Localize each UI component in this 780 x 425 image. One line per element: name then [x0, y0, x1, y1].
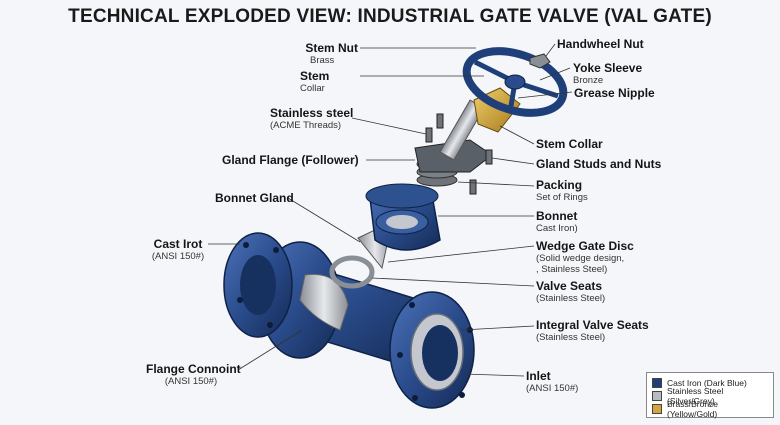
label-wedge-gate-disc: Wedge Gate Disc (Solid wedge design, , S… — [536, 239, 634, 275]
leader-lines — [208, 43, 573, 377]
legend-row: Brass/Bronze (Yellow/Gold) — [652, 399, 768, 419]
label-packing: Packing Set of Rings — [536, 178, 588, 203]
legend-swatch-brass — [652, 403, 662, 414]
label-stem-nut: Stem Nut Brass — [305, 41, 358, 66]
valve-seat-ring — [329, 255, 375, 289]
right-flange — [389, 291, 475, 409]
label-integral-valve-seats: Integral Valve Seats (Stainless Steel) — [536, 318, 649, 343]
integral-seat-cutaway — [299, 273, 349, 331]
label-flange-connoint: Flange Connoint (ANSI 150#) — [146, 362, 241, 387]
gland-bolts — [425, 113, 493, 195]
label-grease-nipple: Grease Nipple — [574, 86, 655, 100]
material-legend: Cast Iron (Dark Blue) Stainless Steel (S… — [646, 372, 774, 419]
label-inlet: Inlet (ANSI 150#) — [526, 369, 579, 394]
bonnet — [365, 183, 441, 251]
label-bonnet-gland: Bonnet Gland — [215, 191, 294, 205]
legend-row: Stainless Steel (Silver/Grey) — [652, 386, 768, 406]
handwheel-nut — [529, 53, 551, 69]
label-yoke-sleeve: Yoke Sleeve Bronze — [573, 61, 643, 86]
label-stem: Stem Collar — [300, 69, 330, 94]
label-stainless-steel: Stainless steel (ACME Threads) — [270, 106, 354, 131]
legend-row: Cast Iron (Dark Blue) — [652, 376, 768, 389]
handwheel — [462, 47, 568, 117]
diagram-title: TECHNICAL EXPLODED VIEW: INDUSTRIAL GATE… — [68, 6, 712, 27]
label-gland-studs: Gland Studs and Nuts — [536, 157, 662, 171]
label-stem-collar: Stem Collar — [536, 137, 603, 151]
legend-swatch-cast-iron — [652, 377, 662, 388]
label-handwheel-nut: Handwheel Nut — [557, 37, 644, 51]
label-bonnet: Bonnet Cast Iron) — [536, 209, 578, 234]
label-cast-irot: Cast Irot (ANSI 150#) — [151, 237, 205, 262]
legend-swatch-stainless — [652, 390, 662, 401]
left-flange — [223, 232, 293, 338]
label-valve-seats: Valve Seats (Stainless Steel) — [536, 279, 606, 304]
label-gland-flange: Gland Flange (Follower) — [222, 153, 359, 167]
